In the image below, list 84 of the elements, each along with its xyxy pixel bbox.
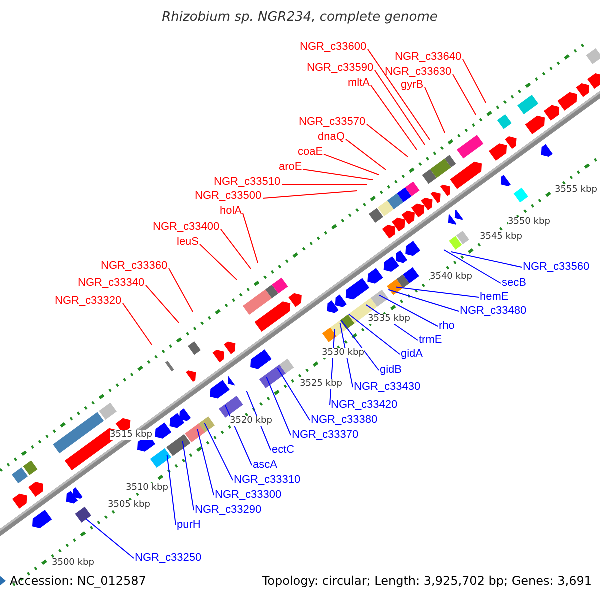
leader-line: [277, 368, 310, 421]
leader-line: [242, 212, 258, 264]
leader-line: [220, 228, 252, 270]
gene-label: gidB: [380, 364, 402, 377]
leader-line: [396, 286, 480, 298]
leader-line: [197, 428, 214, 496]
scale-label: 3505 kbp: [108, 500, 150, 510]
scale-label: 3535 kbp: [368, 314, 410, 324]
leader-line: [443, 249, 502, 284]
scale-label: 3525 kbp: [300, 379, 342, 389]
gene-label: mltA: [348, 77, 370, 90]
leader-line: [282, 184, 368, 186]
gene-label: secB: [502, 277, 526, 290]
leader-line: [324, 154, 380, 176]
gene-label: purH: [177, 519, 201, 532]
gene-label: NGR_c33290: [195, 504, 262, 517]
leader-line: [204, 422, 234, 481]
gene-label: NGR_c33630: [385, 66, 452, 79]
gene-label: NGR_c33600: [300, 41, 367, 54]
leader-line: [379, 294, 438, 327]
scale-label: 3530 kbp: [322, 348, 364, 358]
gene-label: coaE: [298, 146, 324, 159]
scale-label: 3555 kbp: [555, 185, 598, 195]
gene-label: NGR_c33380: [311, 414, 378, 427]
scale-label: 3545 kbp: [480, 232, 522, 242]
leader-line: [366, 124, 408, 158]
title: Rhizobium sp. NGR234, complete genome: [162, 10, 438, 25]
gene-label: NGR_c33480: [460, 305, 527, 318]
leader-line: [266, 376, 292, 436]
gene-label: NGR_c33640: [395, 51, 462, 64]
leader-line: [348, 314, 400, 355]
leader-line: [346, 138, 386, 170]
gene-label: ascA: [253, 459, 278, 472]
gene-label: NGR_c33510: [214, 176, 281, 189]
gene-label: aroE: [279, 161, 302, 174]
gene-label: NGR_c33560: [523, 261, 590, 274]
scale-label: 3510 kbp: [126, 483, 168, 493]
gene-label: NGR_c33360: [101, 260, 168, 273]
leader-line: [182, 440, 194, 511]
scale-label: 3540 kbp: [430, 272, 472, 282]
leader-line: [370, 84, 418, 150]
gene-label: holA: [220, 205, 242, 218]
gene-label: gidA: [401, 348, 424, 361]
gene-label: NGR_c33370: [292, 429, 359, 442]
scale-label: 3515 kbp: [110, 430, 152, 440]
scale-label: 3550 kbp: [508, 217, 550, 227]
gene-label: NGR_c33340: [78, 277, 145, 290]
gene-label: NGR_c33300: [215, 489, 282, 502]
leader-line: [462, 58, 486, 104]
gene-label: NGR_c33420: [331, 399, 398, 412]
gene-label: rho: [439, 320, 455, 333]
gene-label: dnaQ: [318, 131, 345, 144]
gene-label: NGR_c33310: [234, 474, 301, 487]
leader-line: [168, 268, 194, 312]
leader-line: [374, 70, 426, 146]
gene-label: gyrB: [401, 79, 424, 92]
leader-line: [341, 320, 380, 371]
gene-label: NGR_c33320: [55, 295, 122, 308]
leader-line: [302, 168, 374, 180]
leader-line: [200, 244, 238, 280]
leader-line: [122, 302, 152, 346]
leader-line: [388, 289, 460, 312]
leader-line: [262, 190, 358, 199]
leader-line: [166, 454, 176, 526]
gene-label: NGR_c33250: [135, 552, 202, 565]
gene-label: NGR_c33400: [153, 221, 220, 234]
gene-label: leuS: [177, 236, 200, 249]
genome-stats-text: Topology: circular; Length: 3,925,702 bp; Genes: 3,691: [262, 574, 592, 588]
leader-line: [146, 284, 180, 324]
accession-text: Accession: NC_012587: [10, 574, 146, 588]
leader-line: [424, 86, 446, 134]
leader-line: [452, 74, 476, 116]
leader-line: [368, 48, 430, 140]
gene-label: NGR_c33570: [299, 116, 366, 129]
scale-label: 3520 kbp: [230, 416, 272, 426]
leader-line: [450, 252, 522, 268]
leader-line: [86, 518, 134, 559]
gene-label: NGR_c33430: [354, 381, 421, 394]
scale-label: 3500 kbp: [52, 558, 94, 568]
gene-label: ectC: [272, 444, 295, 457]
gene-label: hemE: [480, 291, 509, 304]
gene-label: trmE: [419, 334, 442, 347]
gene-label: NGR_c33590: [307, 62, 374, 75]
gene-label: NGR_c33500: [195, 190, 262, 203]
